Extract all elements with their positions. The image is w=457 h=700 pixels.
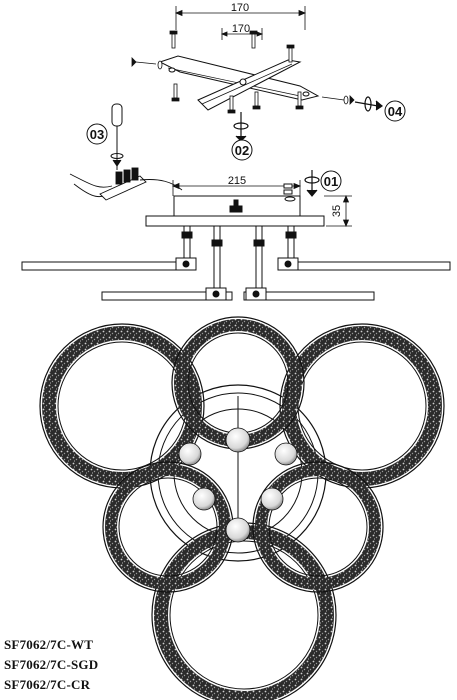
- ring-middle-right: [252, 461, 384, 593]
- step-03-callout: 03: [86, 123, 108, 145]
- step-03-label: 03: [90, 127, 104, 142]
- step-04-callout: 04: [384, 100, 406, 122]
- rotation-arrow-04: [354, 96, 384, 112]
- dimension-base-width: [171, 180, 302, 196]
- bracket-screws: [169, 30, 304, 114]
- ring-bottom: [151, 522, 337, 700]
- step-04-label: 04: [388, 104, 403, 119]
- dimension-base-width-label: 215: [228, 175, 246, 187]
- bulbs: [178, 427, 298, 543]
- step-02-callout: 02: [231, 139, 253, 161]
- screwdriver: [110, 103, 124, 170]
- terminal-block: [69, 167, 183, 201]
- ring-middle-left: [102, 461, 234, 593]
- mounting-bracket: [158, 55, 320, 111]
- dimension-inner-width-label: 170: [232, 23, 250, 35]
- rotation-arrow-01: [304, 170, 320, 197]
- fixture-top-view: [39, 316, 445, 700]
- dimension-outer-width: [174, 6, 307, 30]
- dimension-height: [324, 194, 352, 228]
- step-01-label: 01: [324, 174, 338, 189]
- rotation-arrow-02: [233, 112, 249, 142]
- dimension-outer-width-label: 170: [231, 2, 249, 14]
- model-number-wt: SF7062/7C-WT: [4, 637, 94, 652]
- step-01-callout: 01: [320, 170, 342, 192]
- side-screws: [131, 57, 355, 105]
- dimension-height-label: 35: [331, 205, 343, 217]
- model-number-sgd: SF7062/7C-SGD: [4, 657, 99, 672]
- model-number-cr: SF7062/7C-CR: [4, 677, 91, 692]
- canopy-base: [145, 183, 325, 227]
- side-view-rings: [21, 257, 451, 301]
- step-02-label: 02: [235, 143, 249, 158]
